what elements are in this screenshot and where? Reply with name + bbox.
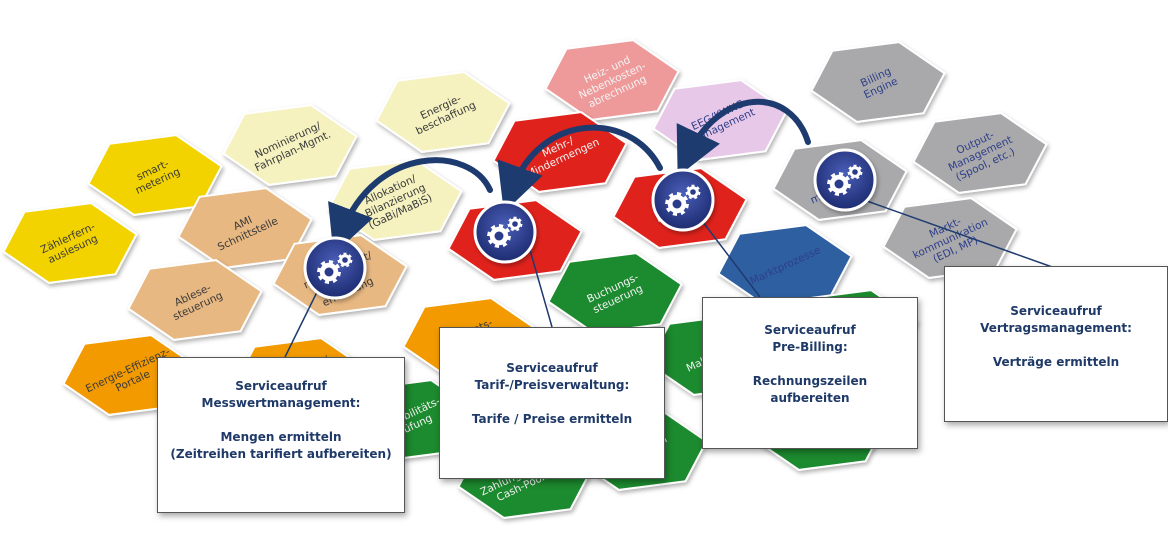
hexagon-shape	[912, 112, 1048, 194]
hexagon-shape	[222, 104, 358, 186]
hexagon-buchung: Buchungs-steuerung	[547, 252, 683, 334]
hexagon-nominierung: Nominierung/Fahrplan-Mgmt.	[222, 104, 358, 186]
callout-title: Serviceaufruf Pre-Billing:	[764, 323, 856, 354]
hexagon-shape	[2, 202, 138, 284]
callout-description: Rechnungszeilen aufbereiten	[752, 374, 868, 405]
hexagon-shape	[810, 41, 946, 123]
hexagon-shape	[547, 252, 683, 334]
callout-tarif-preisverwaltung: Serviceaufruf Tarif-/Preisverwaltung: Ta…	[439, 327, 665, 479]
hexagon-marktprozesse: Marktprozesse	[717, 224, 853, 306]
gear-icon	[473, 200, 537, 264]
callout-connector	[529, 249, 553, 328]
hexagon-billing: BillingEngine	[810, 41, 946, 123]
gear-icon	[813, 148, 877, 212]
callout-title: Serviceaufruf Tarif-/Preisverwaltung:	[474, 361, 630, 392]
hexagon-ami: AMISchnittstelle	[177, 187, 313, 269]
callout-title: Serviceaufruf Messwertmanagement:	[201, 379, 361, 410]
hexagon-edg: EEG/KWKGManagement	[652, 79, 788, 161]
callout-description: Verträge ermitteln	[992, 355, 1120, 369]
hexagon-smart: smart-metering	[87, 134, 223, 216]
flow-arrow	[497, 124, 663, 213]
callout-messwertmanagement: Serviceaufruf Messwertmanagement: Mengen…	[157, 357, 405, 513]
hexagon-shape	[375, 71, 511, 153]
callout-connector	[849, 194, 1056, 269]
hexagon-output: Output-Management(Spool, etc.)	[912, 112, 1048, 194]
callout-description: Tarife / Preise ermitteln	[471, 412, 633, 426]
flow-arrow	[328, 157, 493, 255]
hexagon-shape	[544, 39, 680, 121]
hexagon-zaehler: Zählerfern-auslesung	[2, 202, 138, 284]
gear-icon	[651, 168, 715, 232]
gear-icon	[303, 236, 367, 300]
callout-vertragsmanagement: Serviceaufruf Vertragsmanagement: Verträ…	[944, 266, 1168, 422]
callout-description: Mengen ermitteln (Zeitreihen tarifiert a…	[170, 430, 392, 461]
callout-pre-billing: Serviceaufruf Pre-Billing: Rechnungszeil…	[702, 297, 918, 449]
callout-title: Serviceaufruf Vertragsmanagement:	[980, 304, 1132, 335]
hexagon-energie: Energie-beschaffung	[375, 71, 511, 153]
hexagon-shape	[127, 259, 263, 341]
hexagon-label: Output-Management(Spool, etc.)	[941, 123, 1019, 185]
hexagon-ablese: Ablese-steuerung	[127, 259, 263, 341]
flow-arrow	[676, 98, 811, 177]
callout-connector	[284, 289, 319, 358]
hexagon-heiz: Heiz- undNebenkosten-abrechnung	[544, 39, 680, 121]
